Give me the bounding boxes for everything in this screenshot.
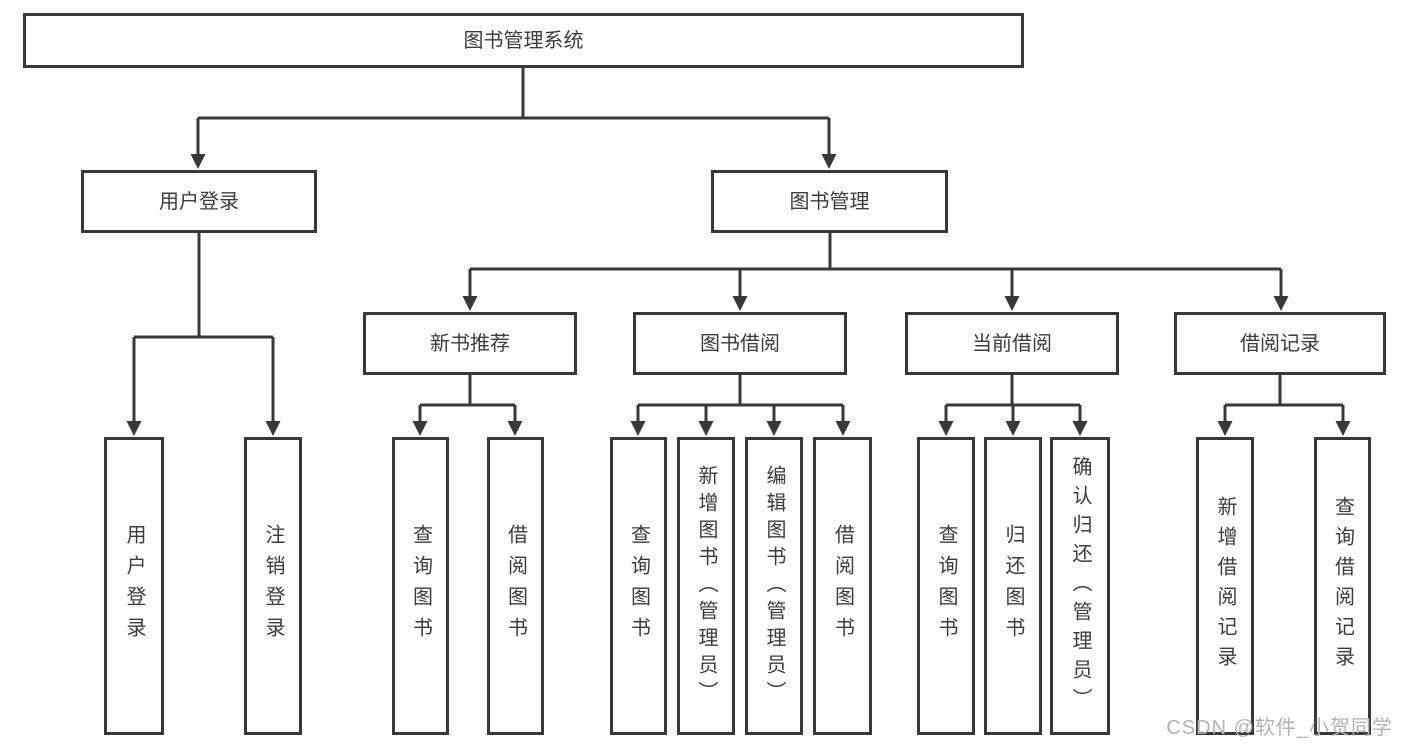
leaf-current-borrow-query-label: 查询图书 bbox=[935, 524, 957, 648]
connector-new-books-to-leaves bbox=[412, 375, 523, 436]
leaf-new-books-query-label: 查询图书 bbox=[409, 524, 432, 648]
node-user-login: 用户登录 bbox=[81, 170, 317, 233]
node-book-mgmt: 图书管理 bbox=[711, 170, 948, 233]
arrowhead-icon bbox=[1072, 421, 1088, 436]
node-current-borrow-label: 当前借阅 bbox=[972, 332, 1052, 355]
leaf-borrow-records-query-label: 查询借阅记录 bbox=[1331, 496, 1354, 676]
leaf-current-borrow-return: 归还图书 bbox=[984, 437, 1042, 735]
node-new-books: 新书推荐 bbox=[363, 312, 577, 375]
arrowhead-icon bbox=[1004, 296, 1020, 311]
leaf-current-borrow-confirm: 确认归还（管理员） bbox=[1050, 437, 1110, 735]
node-new-books-label: 新书推荐 bbox=[430, 332, 510, 355]
connector-book-mgmt-to-level3 bbox=[462, 233, 1289, 311]
leaf-borrow-records-add: 新增借阅记录 bbox=[1196, 437, 1254, 735]
leaf-new-books-borrow: 借阅图书 bbox=[487, 437, 544, 735]
arrowhead-icon bbox=[821, 154, 837, 169]
node-borrow-records: 借阅记录 bbox=[1174, 312, 1386, 375]
arrowhead-icon bbox=[835, 421, 851, 436]
leaf-book-borrow-edit-label: 编辑图书（管理员） bbox=[763, 464, 785, 708]
node-current-borrow: 当前借阅 bbox=[905, 312, 1119, 375]
arrowhead-icon bbox=[1273, 296, 1289, 311]
node-user-login-label: 用户登录 bbox=[159, 190, 239, 213]
arrowhead-icon bbox=[265, 421, 281, 436]
connector-user-login-to-leaves bbox=[126, 233, 281, 436]
leaf-user-login: 用户登录 bbox=[104, 437, 164, 735]
node-borrow-records-label: 借阅记录 bbox=[1240, 332, 1320, 355]
connector-borrow-records-to-leaves bbox=[1217, 375, 1351, 436]
watermark: CSDN @软件_小贺同学 bbox=[1166, 717, 1393, 739]
arrowhead-icon bbox=[732, 296, 748, 311]
leaf-current-borrow-confirm-label: 确认归还（管理员） bbox=[1069, 455, 1091, 717]
arrowhead-icon bbox=[766, 421, 782, 436]
leaf-book-borrow-query-label: 查询图书 bbox=[627, 524, 650, 648]
connector-book-borrow-to-leaves bbox=[630, 375, 851, 436]
node-book-borrow-label: 图书借阅 bbox=[700, 332, 780, 355]
leaf-logout: 注销登录 bbox=[244, 437, 302, 735]
arrowhead-icon bbox=[938, 421, 954, 436]
arrowhead-icon bbox=[1005, 421, 1021, 436]
node-root-label: 图书管理系统 bbox=[463, 29, 584, 52]
arrowhead-icon bbox=[462, 296, 478, 311]
leaf-current-borrow-return-label: 归还图书 bbox=[1002, 524, 1024, 648]
leaf-logout-label: 注销登录 bbox=[262, 524, 284, 648]
arrowhead-icon bbox=[1217, 421, 1233, 436]
leaf-borrow-records-query: 查询借阅记录 bbox=[1314, 437, 1371, 735]
leaf-book-borrow-borrow: 借阅图书 bbox=[813, 437, 872, 735]
connector-root-to-level2 bbox=[190, 68, 837, 169]
leaf-book-borrow-add-label: 新增图书（管理员） bbox=[695, 464, 717, 708]
node-book-borrow: 图书借阅 bbox=[633, 312, 847, 375]
leaf-book-borrow-borrow-label: 借阅图书 bbox=[831, 524, 854, 648]
node-book-mgmt-label: 图书管理 bbox=[789, 190, 870, 213]
leaf-borrow-records-add-label: 新增借阅记录 bbox=[1214, 496, 1236, 676]
leaf-book-borrow-add: 新增图书（管理员） bbox=[677, 437, 735, 735]
arrowhead-icon bbox=[1335, 421, 1351, 436]
node-root: 图书管理系统 bbox=[23, 13, 1024, 68]
leaf-book-borrow-edit: 编辑图书（管理员） bbox=[745, 437, 803, 735]
connector-current-borrow-to-leaves bbox=[938, 375, 1088, 436]
leaf-new-books-query: 查询图书 bbox=[392, 437, 449, 735]
arrowhead-icon bbox=[507, 421, 523, 436]
leaf-book-borrow-query: 查询图书 bbox=[610, 437, 667, 735]
arrowhead-icon bbox=[412, 421, 428, 436]
arrowhead-icon bbox=[190, 154, 206, 169]
arrowhead-icon bbox=[630, 421, 646, 436]
leaf-new-books-borrow-label: 借阅图书 bbox=[504, 524, 527, 648]
arrowhead-icon bbox=[698, 421, 714, 436]
arrowhead-icon bbox=[126, 421, 142, 436]
leaf-current-borrow-query: 查询图书 bbox=[917, 437, 975, 735]
leaf-user-login-label: 用户登录 bbox=[123, 524, 145, 648]
